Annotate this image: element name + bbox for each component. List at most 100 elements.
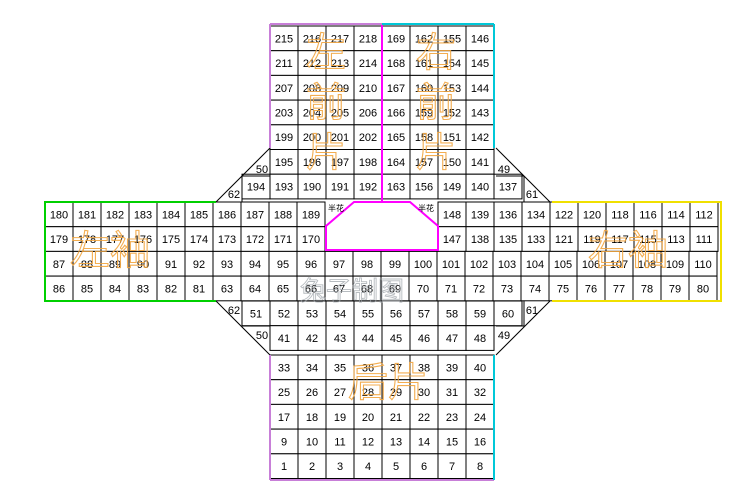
cell-number: 48 [474,333,486,345]
cell-number: 117 [611,234,629,246]
cell-number: 206 [359,107,377,119]
cell-number: 40 [474,362,486,374]
cell-number: 81 [193,283,205,295]
cell-number: 36 [362,362,374,374]
cell-number: 160 [415,83,433,95]
cell-number: 151 [443,132,461,144]
watermark-front-left-1: 左 [306,30,346,76]
cell-number: 42 [306,333,318,345]
grid-cell [661,226,691,252]
cell-number: 175 [162,234,180,246]
cell-number: 57 [418,308,430,320]
cell-number: 109 [666,259,684,271]
diag-label-49-top-right: 49 [498,164,510,176]
watermark-front-right-1: 右 [416,30,456,76]
cell-number: 12 [362,436,374,448]
grid-cell [325,74,355,101]
grid-cell [325,99,355,126]
cell-number: 92 [193,259,205,271]
grid-cell [465,403,495,430]
watermark-front-left-3: 片 [306,130,346,176]
grid-cell [156,275,186,302]
grid-cell [128,250,158,277]
grid-cell [632,250,662,277]
cell-number: 161 [415,58,433,70]
cell-number: 27 [334,387,346,399]
grid-cell [296,250,326,277]
cell-number: 149 [443,182,461,194]
cell-number: 67 [333,283,345,295]
cell-number: 95 [277,259,289,271]
cell-number: 2 [309,461,315,473]
cell-number: 187 [246,209,264,221]
cell-number: 153 [443,83,461,95]
grid-cell [493,173,523,200]
grid-cell [297,50,327,76]
grid-cell [437,173,467,200]
cell-number: 72 [473,283,485,295]
grid-cell [409,173,439,200]
cell-number: 83 [137,283,149,295]
grid-cell [297,354,327,381]
cell-number: 75 [557,283,569,295]
cell-number: 194 [247,182,265,194]
grid-cell [156,250,186,277]
cell-number: 155 [443,33,461,45]
cell-number: 88 [81,259,93,271]
cell-number: 106 [582,259,600,271]
cell-number: 79 [669,283,681,295]
cell-number: 18 [306,412,318,424]
diag-bottom-left [215,300,271,356]
watermarks: 左 前 片 右 前 片 左袖 右袖 后片 兔子制图 [69,29,668,406]
cell-number: 196 [303,157,321,169]
cell-number: 17 [278,412,290,424]
cell-number: 96 [305,259,317,271]
cell-number: 41 [278,333,290,345]
cell-number: 98 [361,259,373,271]
cell-number: 166 [387,107,405,119]
grid-cell [437,428,467,455]
cell-number: 19 [334,412,346,424]
cell-number: 15 [446,436,458,448]
grid-cell [577,201,607,228]
cell-number: 137 [499,182,517,194]
watermark-left-sleeve: 左袖 [70,228,150,274]
cell-number: 107 [610,259,628,271]
cell-number: 211 [275,58,293,70]
grid-cell [381,124,411,151]
cell-number: 150 [443,157,461,169]
grid-cell [325,453,355,479]
cell-number: 103 [498,259,516,271]
cell-number: 208 [303,83,321,95]
cell-number: 184 [162,209,180,221]
cell-number: 8 [477,461,483,473]
grid-cell [268,226,298,252]
cell-number: 101 [442,259,460,271]
grid-cell [492,275,522,302]
grid-cell [353,124,383,151]
grid-cell [520,250,550,277]
cell-number: 102 [470,259,488,271]
grid-cell [353,354,383,381]
cell-number: 138 [471,234,489,246]
cell-number: 38 [418,362,430,374]
cell-number: 212 [303,58,321,70]
grid-cell [437,201,467,228]
grid-cell [297,403,327,430]
diag-label-50-bottom-left: 50 [256,330,268,342]
cell-number: 148 [443,209,461,221]
cell-number: 172 [246,234,264,246]
cell-number: 99 [389,259,401,271]
cell-number: 33 [278,362,290,374]
cell-number: 216 [303,33,321,45]
grid-cell [381,149,411,175]
cell-number: 112 [695,209,713,221]
cell-number: 188 [274,209,292,221]
grid-cell [576,275,606,302]
cell-number: 119 [583,234,601,246]
cell-number: 120 [583,209,601,221]
grid-cell [241,173,271,200]
cell-number: 20 [362,412,374,424]
grid-cell [465,325,495,351]
cell-number: 173 [218,234,236,246]
